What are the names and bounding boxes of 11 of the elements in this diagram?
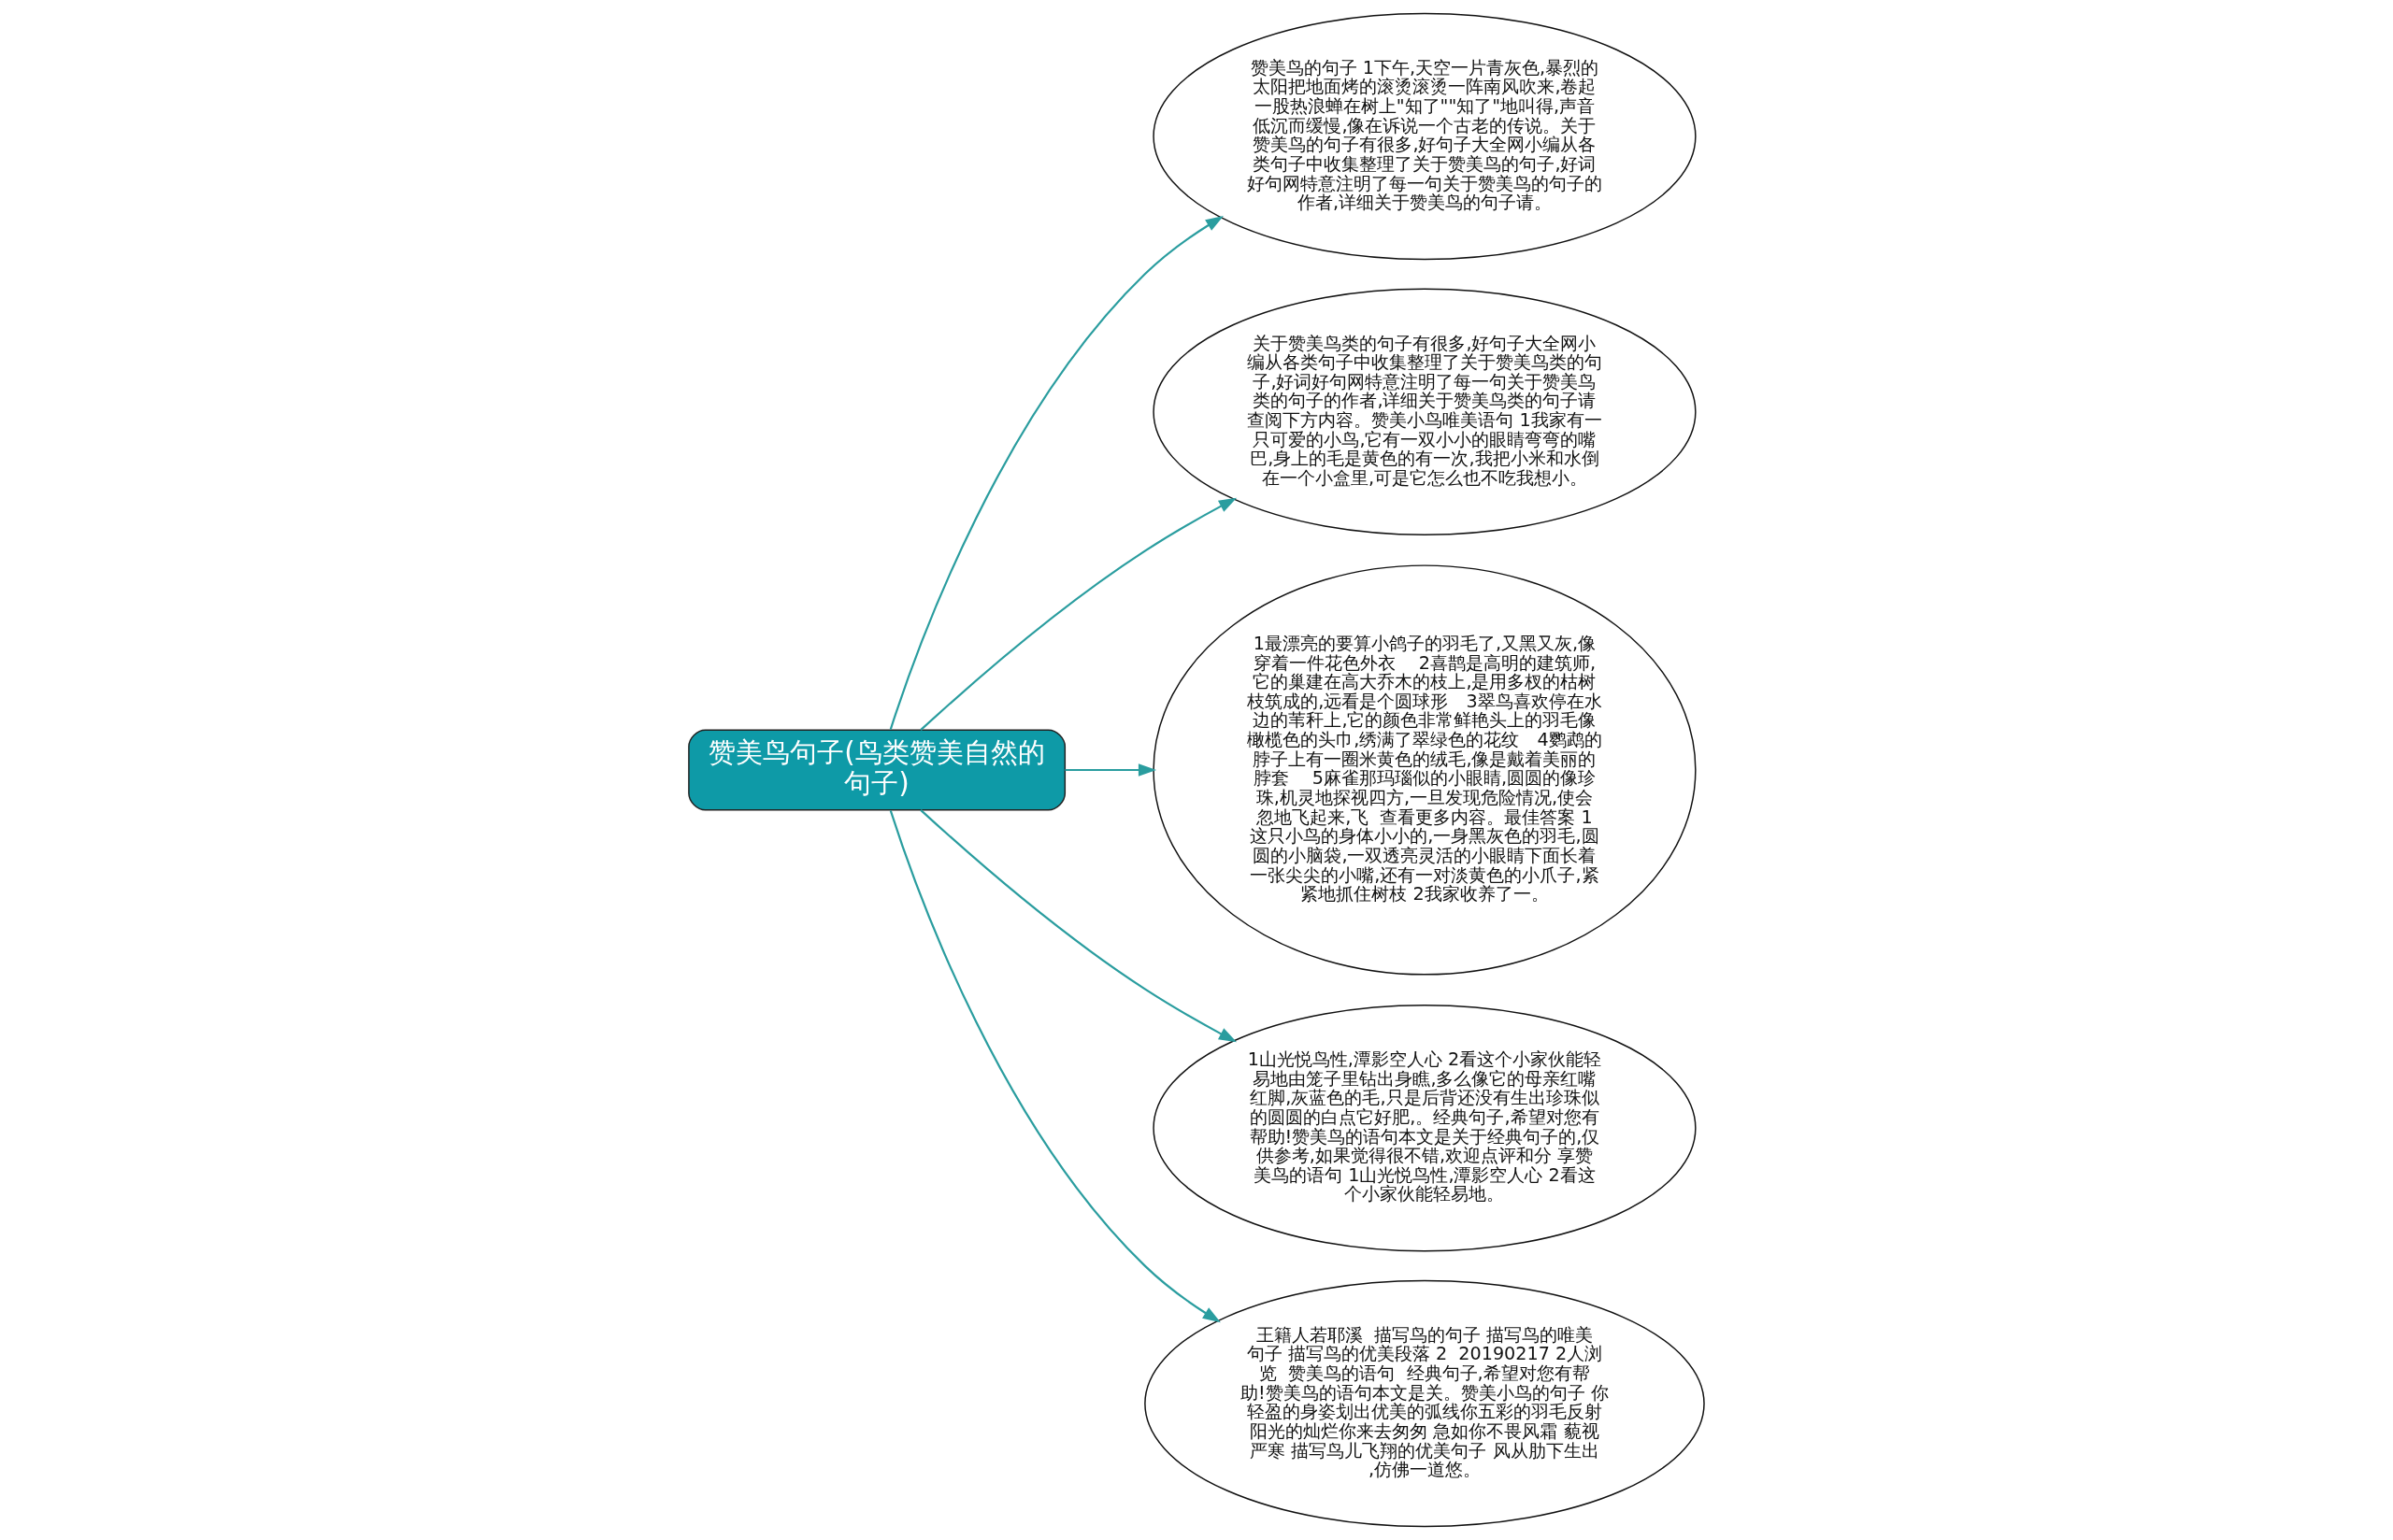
node-ellipse: 赞美鸟的句子 1下午,天空一片青灰色,暴烈的太阳把地面烤的滚烫滚烫一阵南风吹来,卷起一股热浪蝉在树上"知了""知了"地叫得,声音低沉而缓慢,像在诉说一个古老的传说。关于赞美鸟的句子有很多,好句子大全网小编从各类句子中收集整理了关于赞美鸟的句子,好词好句网特意注明了每一句关于赞美鸟的句子的作者,详细关于赞美鸟的句子请。 bbox=[1153, 12, 1697, 261]
node-ellipse: 关于赞美鸟类的句子有很多,好句子大全网小编从各类句子中收集整理了关于赞美鸟类的句子,好词好句网特意注明了每一句关于赞美鸟类的句子的作者,详细关于赞美鸟类的句子请查阅下方内容。赞美小鸟唯美语句 1我家有一只可爱的小鸟,它有一双小小的眼睛弯弯的嘴巴,身上的毛是黄色的有一次,我把小米和水倒在一个小盒里,可是它怎么也不吃我想小。 bbox=[1153, 288, 1697, 535]
node-box: 赞美鸟句子(鸟类赞美自然的句子) bbox=[688, 729, 1067, 811]
arrow bbox=[920, 809, 1238, 1043]
node-ellipse: 1最漂亮的要算小鸽子的羽毛了,又黑又灰,像穿着一件花色外衣 2喜鹊是高明的建筑师,它的巢建在高大乔木的枝上,是用多杈的枯树枝筑成的,远看是个圆球形 3翠鸟喜欢停在水边的苇秆上,它的颜色非常鲜艳头上的羽毛像橄榄色的头巾,绣满了翠绿色的花纹 4鹦鹉的脖子上有一圈米黄色的绒毛,像是戴着美丽的脖套 5麻雀那玛瑙似的小眼睛,圆圆的像珍珠,机灵地探视四方,一旦发现危险情况,使会忽地飞起来,飞 查看更多内容。最佳答案 1这只小鸟的身体小小的,一身黑灰色的羽毛,圆圆的小脑袋,一双透亮灵活的小眼睛下面长着一张尖尖的小嘴,还有一对淡黄色的小爪子,紧紧地抓住树枝 2我家收养了一。 bbox=[1153, 564, 1697, 976]
arrow bbox=[920, 497, 1238, 731]
node-ellipse: 王籍人若耶溪 描写鸟的句子 描写鸟的唯美句子 描写鸟的优美段落 2 20190217 2人浏览 赞美鸟的语句 经典句子,希望对您有帮助!赞美鸟的语句本文是关。赞美小鸟的句子 你轻盈的身姿划出优美的弧线你五彩的羽毛反射阳光的灿烂你来去匆匆 急如你不畏风霜 藐视严寒 描写鸟儿飞翔的优美句子 风从肋下生出,仿佛一道悠。 bbox=[1144, 1279, 1705, 1528]
arrow bbox=[889, 810, 1221, 1323]
arrow bbox=[1065, 763, 1157, 777]
node-ellipse: 1山光悦鸟性,潭影空人心 2看这个小家伙能轻易地由笼子里钻出身瞧,多么像它的母亲红嘴红脚,灰蓝色的毛,只是后背还没有生出珍珠似的圆圆的白点它好肥,。经典句子,希望对您有帮助!赞美鸟的语句本文是关于经典句子的,仅供参考,如果觉得很不错,欢迎点评和分 享赞美鸟的语句 1山光悦鸟性,潭影空人心 2看这个小家伙能轻易地。 bbox=[1153, 1005, 1697, 1252]
arrow bbox=[889, 216, 1224, 730]
